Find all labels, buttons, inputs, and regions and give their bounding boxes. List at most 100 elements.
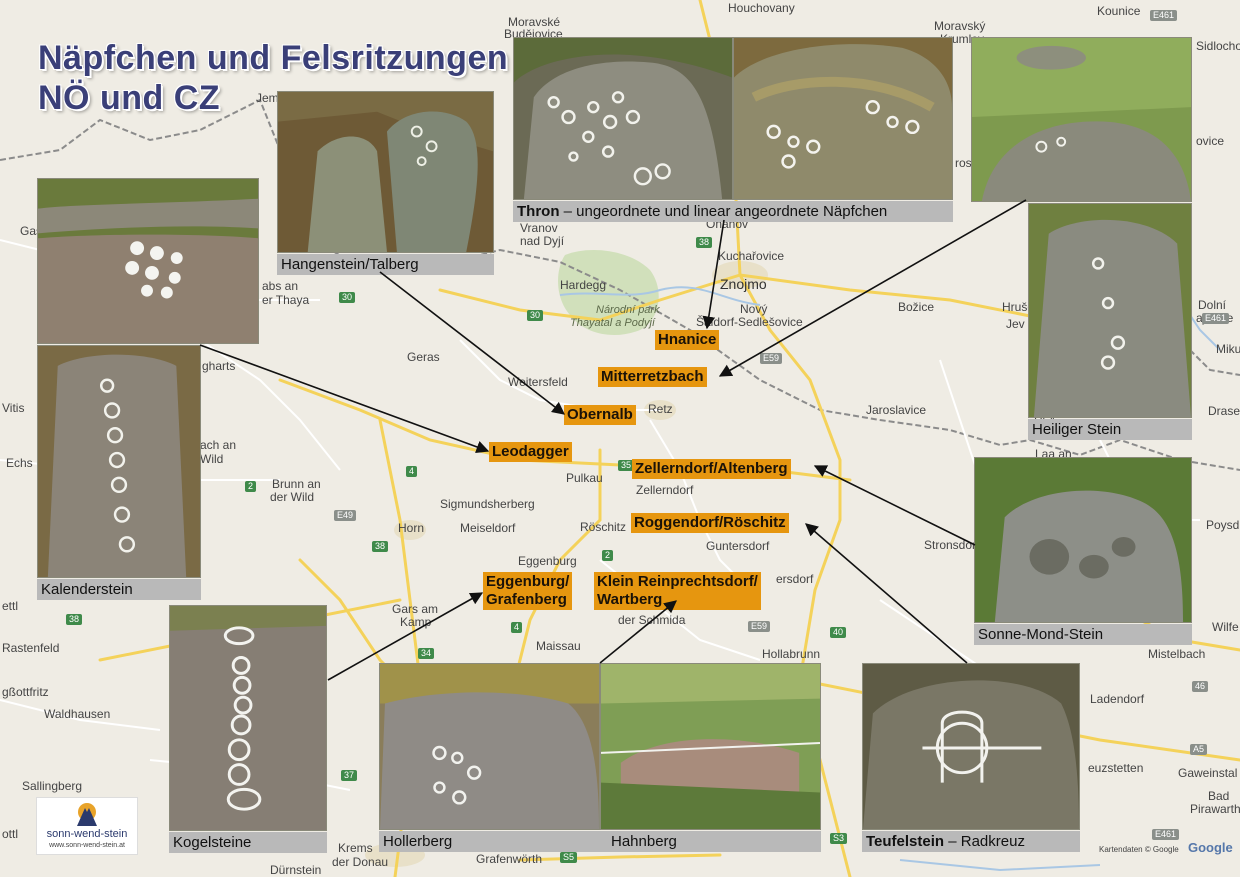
photo-thron-2 [733,37,953,200]
map-label-gaweinstal: Gaweinstal [1178,766,1238,780]
google-logo: Google [1188,840,1233,855]
logo-url: www.sonn-wend-stein.at [49,842,125,849]
map-label-euzstetten: euzstetten [1088,761,1144,775]
road-shield: S3 [830,833,848,844]
map-label-echs: Echs [6,456,33,470]
road-shield: 38 [66,614,83,625]
map-label-saldorf: Šaldorf-Sedlešovice [696,315,803,329]
caption-teufelstein: Teufelstein – Radkreuz [862,831,1080,852]
mountain-sun-icon [77,803,97,826]
road-shield: E49 [334,510,357,521]
map-label-ersdorf: ersdorf [776,572,814,586]
caption-hangenstein: Hangenstein/Talberg [277,254,494,275]
caption-teufelstein-name: Teufelstein [866,833,945,850]
map-label-kamp: Kamp [400,615,432,629]
map-label-gas: Gas [20,224,43,238]
map-label-wilfe: Wilfe [1212,620,1239,634]
map-label-vranov: Vranov [520,221,558,235]
map-label-bad-pirawarth-1: Bad [1208,789,1230,803]
map-label-bad-pirawarth-2: Pirawarth [1190,802,1240,816]
arrow-kogelsteine-eggenburg [327,592,484,681]
site-leodagger: Leodagger [489,442,572,462]
road-shield: 2 [602,550,614,561]
map-title: Näpfchen und Felsritzungen NÖ und CZ [38,38,508,118]
map-label-hollabrunn: Hollabrunn [762,647,821,661]
arrow-thron-hnanice [702,219,725,330]
map-label-narodni-park: Národní park [596,304,660,316]
arrow-teufelstein-roggendorf [805,523,968,664]
map-label-mistelbach: Mistelbach [1148,647,1206,661]
map-label-ros: ros [955,156,972,170]
map-label-moravsky: Moravský [934,19,986,33]
arrow-hangenstein-obernalb [379,271,566,415]
caption-hollerberg: Hollerberg [383,833,453,850]
map-label-brunn: Brunn an [272,477,321,491]
arrow-kalenderstein-leodagger [199,344,490,454]
map-label-geras: Geras [407,350,440,364]
road-shield: 38 [696,237,713,248]
border-line-east [1189,349,1240,376]
map-label-znojmo: Znojmo [720,276,767,292]
road-shield: 30 [339,292,356,303]
map-label-der-wild: der Wild [270,490,315,504]
site-hnanice: Hnanice [655,330,720,350]
map-label-zellerndorf: Zellerndorf [636,483,694,497]
road-shield: E59 [748,621,771,632]
sonn-wend-stein-logo[interactable]: sonn-wend-stein www.sonn-wend-stein.at [36,797,138,855]
map-label-kucharovice: Kuchařovice [718,249,785,263]
map-label-gars: Gars am [392,602,439,616]
caption-thron: Thron – ungeordnete und linear angeordne… [513,201,953,222]
map-label-retz: Retz [648,402,673,416]
road-shield: A5 [1190,744,1208,755]
road-shield: 46 [1192,681,1209,692]
map-label-dolni: Dolní [1198,298,1227,312]
map-label-nad-dyji: nad Dyjí [520,234,565,248]
caption-hollerberg-hahnberg: Hollerberg Hahnberg [379,831,821,852]
site-eggenburg: Eggenburg/ Grafenberg [483,572,573,610]
map-label-thayatal: Thayatal a Podyjí [570,317,655,329]
photo-hahnberg [600,663,821,830]
arrow-hollerberg-klein [599,600,677,664]
caption-sonne-mond-stein: Sonne-Mond-Stein [974,624,1192,645]
logo-name: sonn-wend-stein [46,828,128,840]
road-shield: 34 [418,648,435,659]
road-shield: 4 [406,466,418,477]
arrow-heiliger-mitterretzbach [718,199,1027,377]
map-label-pulkau: Pulkau [566,471,603,485]
map-label-sallingberg: Sallingberg [22,779,83,793]
road-shield: 40 [830,627,847,638]
map-label-thaya-b: er Thaya [262,293,310,307]
site-eggenburg-line-2: Grafenberg [486,591,567,608]
caption-kalenderstein: Kalenderstein [37,579,201,600]
map-label-dahn-wild: Wild [200,452,224,466]
map-label-drase: Drase [1208,404,1240,418]
map-label-ladendorf: Ladendorf [1090,692,1145,706]
road-shield: E461 [1152,829,1180,840]
map-label-krems: Krems [338,841,373,855]
map-label-weitersfeld: Weitersfeld [508,375,568,389]
photo-hangenstein [277,91,494,253]
map-label-vitis: Vitis [2,401,25,415]
caption-kogelsteine: Kogelsteine [169,832,327,853]
photo-sonne-mond-stein [974,457,1192,623]
map-label-horn: Horn [398,521,425,535]
map-label-houchovany: Houchovany [728,1,795,15]
map-label-meiseldorf: Meiseldorf [460,521,516,535]
caption-heiliger-stein: Heiliger Stein [1028,419,1192,440]
map-label-ettl: ettl [2,599,19,613]
map-label-grafenworth: Grafenwörth [476,852,543,866]
photo-hollerberg [379,663,600,830]
road-shield: 37 [341,770,358,781]
road-shield: 30 [527,310,544,321]
road-shield: S5 [560,852,578,863]
road-shield: E461 [1150,10,1178,21]
road-shield: 35 [618,460,635,471]
border-line [0,98,1240,471]
road-shield: E59 [760,353,783,364]
caption-thron-desc: – ungeordnete und linear angeordnete Näp… [559,203,888,220]
caption-hahnberg: Hahnberg [611,833,677,850]
map-label-rastenfeld: Rastenfeld [2,641,60,655]
map-label-stronsdorf: Stronsdorf [924,538,980,552]
site-zellerndorf: Zellerndorf/Altenberg [632,459,791,479]
